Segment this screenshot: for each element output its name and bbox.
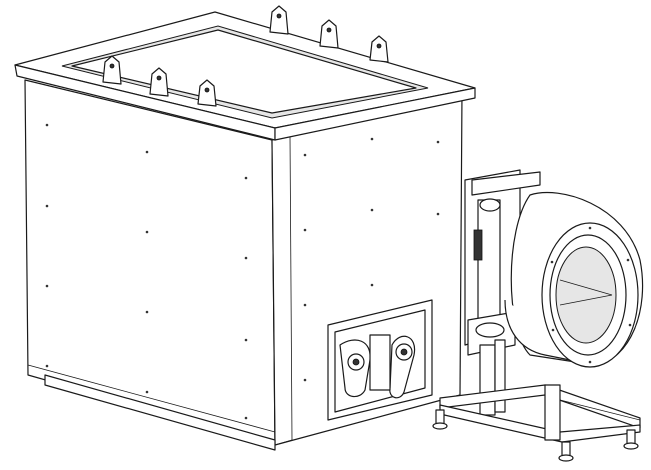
fan-flange-bolts xyxy=(550,226,632,364)
foot xyxy=(558,441,574,462)
lug xyxy=(319,19,339,49)
lug xyxy=(269,5,289,35)
lug xyxy=(149,67,169,97)
access-panel xyxy=(327,299,433,421)
top-rim xyxy=(14,11,476,141)
lug xyxy=(369,35,389,63)
rim-right-edge xyxy=(274,87,476,141)
lug xyxy=(197,79,217,107)
lifting-lugs xyxy=(102,5,389,107)
leveling-feet xyxy=(432,409,639,462)
blower-fan xyxy=(504,191,644,368)
plinth-line xyxy=(27,364,276,433)
support-frame xyxy=(439,339,641,443)
lug xyxy=(102,55,122,85)
tank-plinth xyxy=(44,374,276,451)
foot xyxy=(432,409,448,430)
bolt-dots xyxy=(45,123,440,420)
foot xyxy=(623,429,639,450)
valve-mechanism xyxy=(339,334,416,399)
